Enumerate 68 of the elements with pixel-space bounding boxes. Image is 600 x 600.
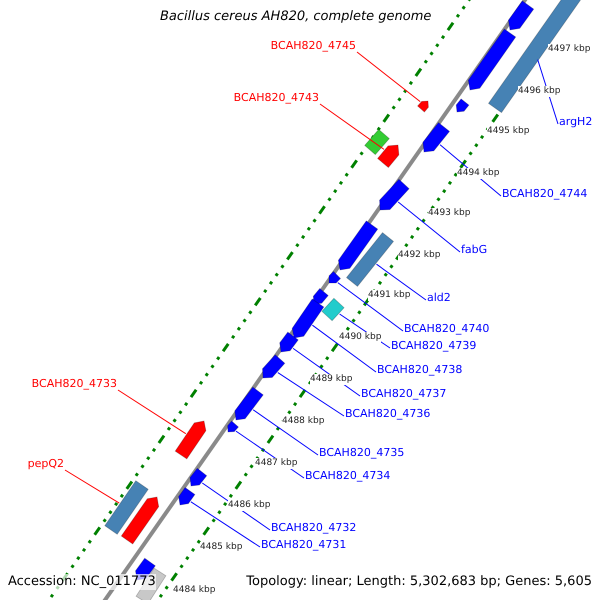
gene-label: BCAH820_4731: [261, 538, 346, 552]
title: Bacillus cereus AH820, complete genome: [160, 9, 432, 25]
gene-feature: [104, 480, 149, 535]
scale-label: 4494 kbp: [457, 168, 500, 179]
scale-label: 4485 kbp: [200, 542, 242, 553]
scale-label: 4493 kbp: [428, 208, 470, 219]
gene-label: BCAH820_4740: [404, 322, 490, 336]
scale-label: 4495 kbp: [487, 126, 530, 137]
gene-label: BCAH820_4734: [305, 469, 390, 482]
gene-feature: [190, 468, 208, 486]
leader-line: [277, 372, 344, 416]
leader-line: [64, 470, 120, 504]
gene-feature: [120, 496, 160, 545]
gene-feature: [456, 98, 470, 112]
gene-feature: [508, 0, 534, 30]
gene-feature: [328, 270, 342, 284]
gene-label: BCAH820_4744: [502, 187, 588, 200]
gene-label: BCAH820_4735: [319, 446, 404, 460]
gene-feature: [346, 232, 394, 287]
scale-label: 4490 kbp: [339, 332, 382, 343]
gene-feature: [178, 486, 196, 506]
gene-label: BCAH820_4738: [377, 363, 462, 376]
scale-label: 4486 kbp: [228, 500, 270, 511]
leader-line: [320, 104, 384, 150]
scale-label: 4489 kbp: [310, 374, 352, 385]
gene-feature: [279, 332, 299, 352]
gene-feature: [262, 354, 286, 378]
gene-feature: [234, 386, 264, 420]
gene-feature: [312, 288, 329, 304]
gene-label: ald2: [427, 291, 451, 304]
leader-line: [337, 282, 404, 332]
scale-label: 4496 kbp: [518, 86, 560, 97]
scale-label: 4497 kbp: [548, 44, 590, 55]
gene-feature: [338, 220, 378, 270]
gene-feature: [417, 100, 429, 113]
gene-feature: [377, 144, 400, 168]
gene-label: BCAH820_4739: [391, 339, 476, 352]
gene-label: BCAH820_4736: [345, 407, 430, 420]
gene-label: pepQ2: [28, 457, 64, 470]
gene-label: BCAH820_4743: [234, 91, 319, 104]
leader-line: [356, 52, 421, 102]
leader-line: [376, 264, 426, 300]
genome-summary-note: Topology: linear; Length: 5,302,683 bp; Genes: 5,605: [246, 574, 592, 590]
scale-label: 4491 kbp: [368, 290, 410, 301]
gene-label: BCAH820_4732: [271, 521, 356, 534]
scale-label: 4484 kbp: [173, 585, 216, 596]
gene-feature: [227, 420, 239, 432]
gene-feature: [468, 28, 516, 90]
scale-label: 4488 kbp: [282, 416, 324, 427]
gene-label: BCAH820_4737: [361, 387, 446, 400]
leader-line: [398, 202, 460, 252]
leader-line: [312, 324, 376, 372]
gene-feature: [292, 298, 324, 338]
gene-feature: [379, 178, 410, 210]
gene-label: fabG: [461, 243, 488, 256]
leader-line: [252, 409, 318, 456]
leader-line: [118, 390, 186, 434]
gene-label: argH2: [559, 115, 592, 128]
scale-label: 4492 kbp: [398, 250, 440, 261]
gene-label: BCAH820_4733: [32, 377, 117, 390]
accession-note: Accession: NC_011773: [8, 574, 156, 590]
gene-feature: [422, 122, 450, 152]
leader-line: [190, 501, 260, 548]
gene-label: BCAH820_4745: [270, 39, 356, 52]
scale-label: 4487 kbp: [255, 458, 298, 469]
gene-feature: [174, 420, 206, 460]
gene-feature: [321, 298, 345, 322]
gene-feature: [364, 128, 390, 156]
